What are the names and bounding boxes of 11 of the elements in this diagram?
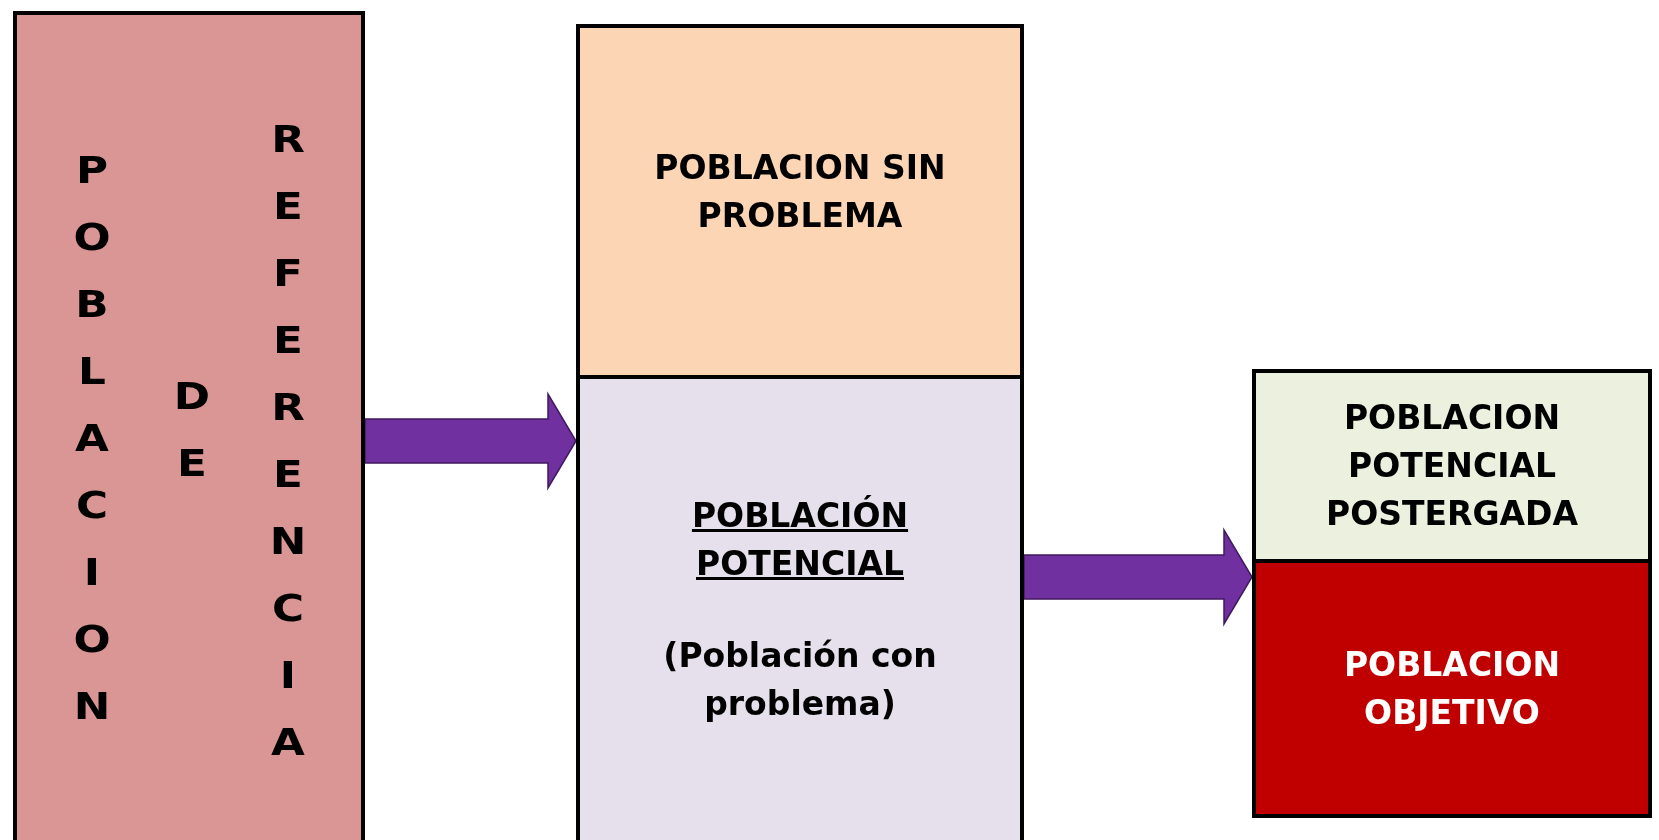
box-label: POBLACION OBJETIVO <box>1342 643 1562 734</box>
box-label: POBLACIÓN POTENCIAL <box>690 494 910 586</box>
box-label: POBLACION SIN PROBLEMA <box>653 146 947 237</box>
block-arrow <box>364 391 577 491</box>
vertical-label: REFERENCIA <box>268 116 308 766</box>
box-label: POBLACION POTENCIAL POSTERGADA <box>1325 397 1579 535</box>
block-arrow <box>1023 527 1253 627</box>
vertical-label: DE <box>172 373 212 487</box>
box-label: (Población con problema) <box>662 635 938 725</box>
vertical-label: POBLACION <box>72 147 112 730</box>
reference-population-box <box>13 11 365 840</box>
